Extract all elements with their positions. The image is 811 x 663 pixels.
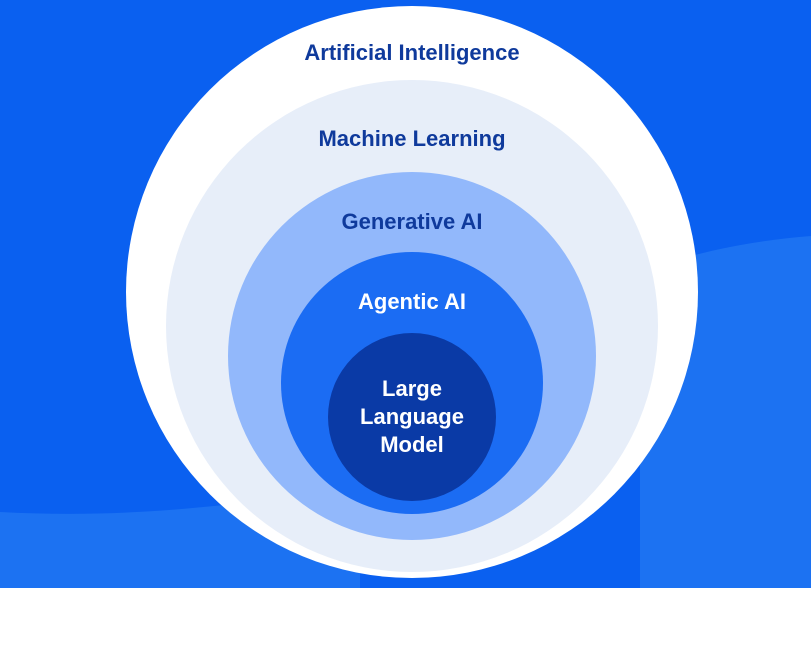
label-machine-learning: Machine Learning (318, 126, 505, 151)
label-artificial-intelligence: Artificial Intelligence (304, 40, 519, 65)
label-generative-ai: Generative AI (341, 209, 482, 234)
ring-large-language-model (328, 333, 496, 501)
label-agentic-ai: Agentic AI (358, 289, 466, 314)
label-large-language-model-line-3: Model (380, 432, 444, 457)
label-large-language-model-line-1: Large (382, 376, 442, 401)
label-large-language-model-line-2: Language (360, 404, 464, 429)
